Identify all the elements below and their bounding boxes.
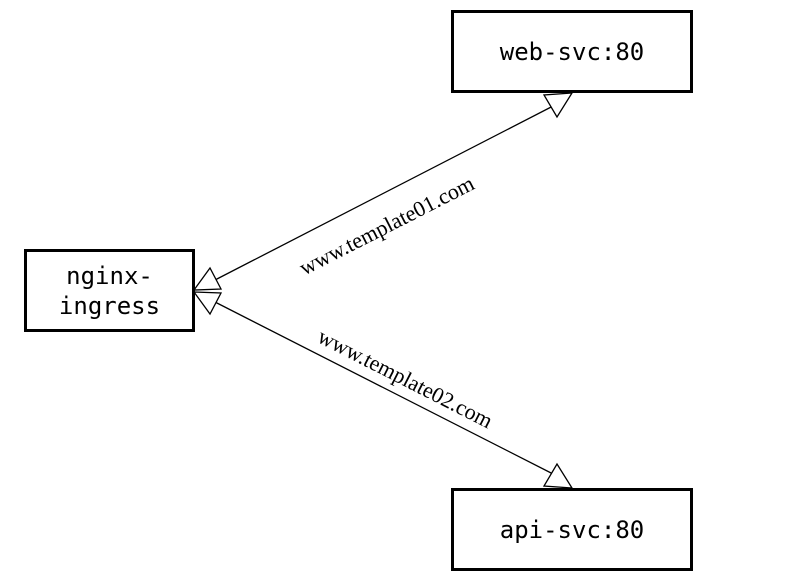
node-nginx-ingress: nginx- ingress [24, 249, 195, 332]
edge-label-template02: www.template02.com [314, 323, 497, 433]
edge-web-to-ingress: www.template01.com [192, 92, 574, 291]
arrowhead-ingress-bottom [192, 291, 223, 316]
arrowhead-api [542, 462, 574, 489]
node-nginx-ingress-label: nginx- ingress [58, 261, 161, 320]
arrowhead-web [542, 92, 574, 119]
connector-line-api [214, 301, 558, 477]
connector-line-web [214, 103, 558, 281]
edge-api-to-ingress: www.template02.com [192, 291, 574, 489]
node-api-svc: api-svc:80 [451, 488, 693, 571]
node-web-svc-label: web-svc:80 [499, 37, 645, 66]
node-web-svc: web-svc:80 [451, 10, 693, 93]
arrowhead-ingress-top [192, 266, 223, 291]
node-api-svc-label: api-svc:80 [499, 515, 645, 544]
